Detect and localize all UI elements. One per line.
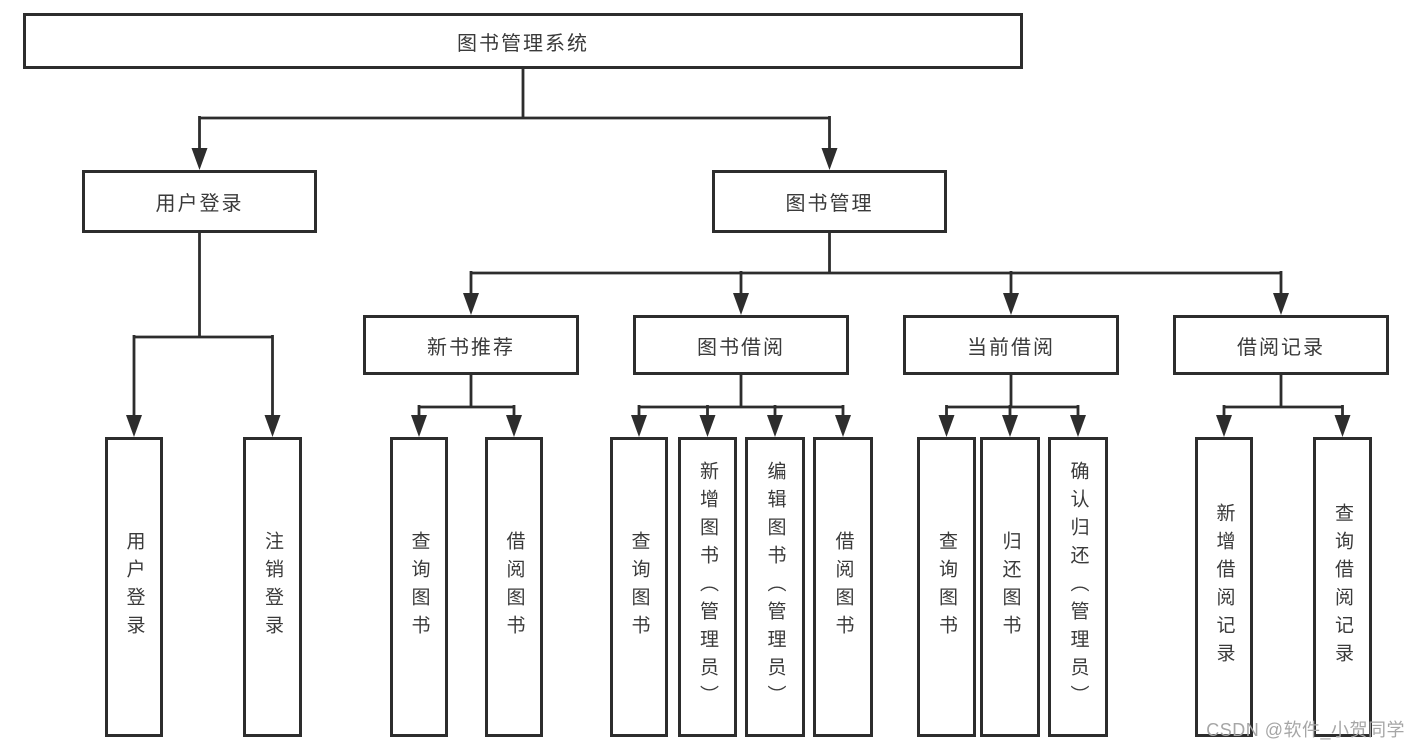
node-borrowing-records: 借阅记录 bbox=[1173, 315, 1389, 375]
leaf-query-books-recommend: 查询图书 bbox=[390, 437, 448, 737]
node-book-borrowing: 图书借阅 bbox=[633, 315, 849, 375]
node-current-borrowing: 当前借阅 bbox=[903, 315, 1119, 375]
node-user-login: 用户登录 bbox=[82, 170, 317, 233]
leaf-query-books-borrowing: 查询图书 bbox=[610, 437, 668, 737]
leaf-add-borrow-record: 新增借阅记录 bbox=[1195, 437, 1253, 737]
node-new-book-recommendation: 新书推荐 bbox=[363, 315, 579, 375]
watermark: CSDN @软件_小贺同学 bbox=[1206, 720, 1405, 740]
node-book-management: 图书管理 bbox=[712, 170, 947, 233]
arrowhead-icons bbox=[126, 148, 1351, 437]
leaf-user-login: 用户登录 bbox=[105, 437, 163, 737]
leaf-query-borrow-record: 查询借阅记录 bbox=[1313, 437, 1372, 737]
leaf-add-books-admin: 新增图书（管理员） bbox=[678, 437, 737, 737]
leaf-query-books-current: 查询图书 bbox=[917, 437, 976, 737]
leaf-borrow-books-borrowing: 借阅图书 bbox=[813, 437, 873, 737]
leaf-logout: 注销登录 bbox=[243, 437, 302, 737]
leaf-return-books: 归还图书 bbox=[980, 437, 1040, 737]
node-library-management-system: 图书管理系统 bbox=[23, 13, 1023, 69]
leaf-edit-books-admin: 编辑图书（管理员） bbox=[745, 437, 805, 737]
leaf-confirm-return-admin: 确认归还（管理员） bbox=[1048, 437, 1108, 737]
leaf-borrow-books-recommend: 借阅图书 bbox=[485, 437, 543, 737]
